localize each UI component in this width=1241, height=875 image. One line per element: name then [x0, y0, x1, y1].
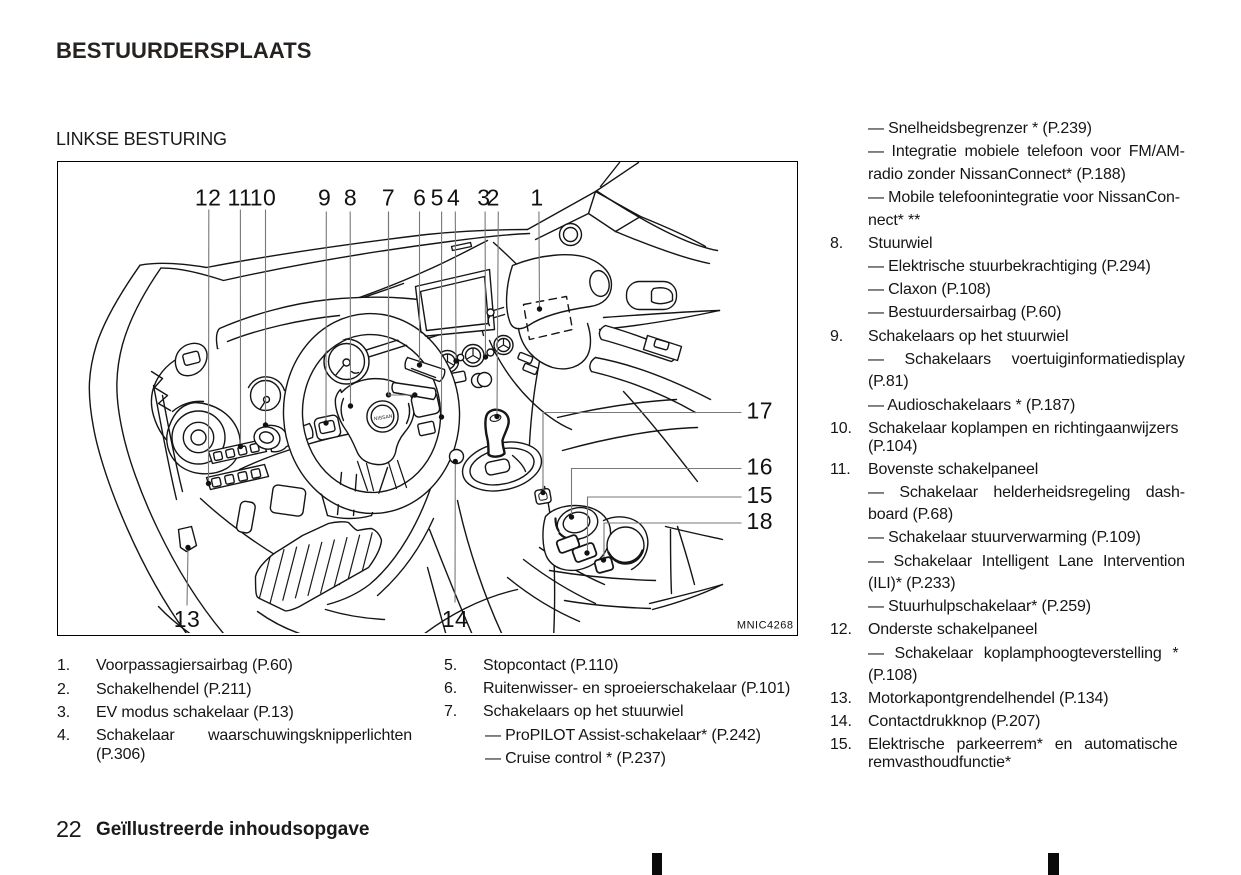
svg-text:13: 13 — [174, 606, 201, 632]
svg-text:18: 18 — [747, 508, 774, 534]
svg-text:7: 7 — [382, 185, 395, 211]
svg-text:9: 9 — [318, 185, 331, 211]
svg-text:10: 10 — [250, 185, 277, 211]
svg-text:6: 6 — [413, 185, 426, 211]
svg-text:12: 12 — [195, 185, 222, 211]
svg-text:16: 16 — [747, 454, 774, 480]
svg-text:3: 3 — [477, 185, 490, 211]
svg-text:8: 8 — [344, 185, 357, 211]
svg-text:14: 14 — [442, 606, 469, 632]
svg-text:1: 1 — [530, 185, 543, 211]
svg-text:2: 2 — [487, 185, 500, 211]
svg-text:5: 5 — [431, 185, 444, 211]
svg-text:11: 11 — [227, 185, 252, 211]
svg-text:17: 17 — [747, 398, 774, 424]
svg-text:15: 15 — [747, 482, 774, 508]
svg-text:4: 4 — [447, 185, 460, 211]
svg-text:MNIC4268: MNIC4268 — [737, 620, 794, 632]
svg-text:NISSAN: NISSAN — [374, 413, 394, 422]
